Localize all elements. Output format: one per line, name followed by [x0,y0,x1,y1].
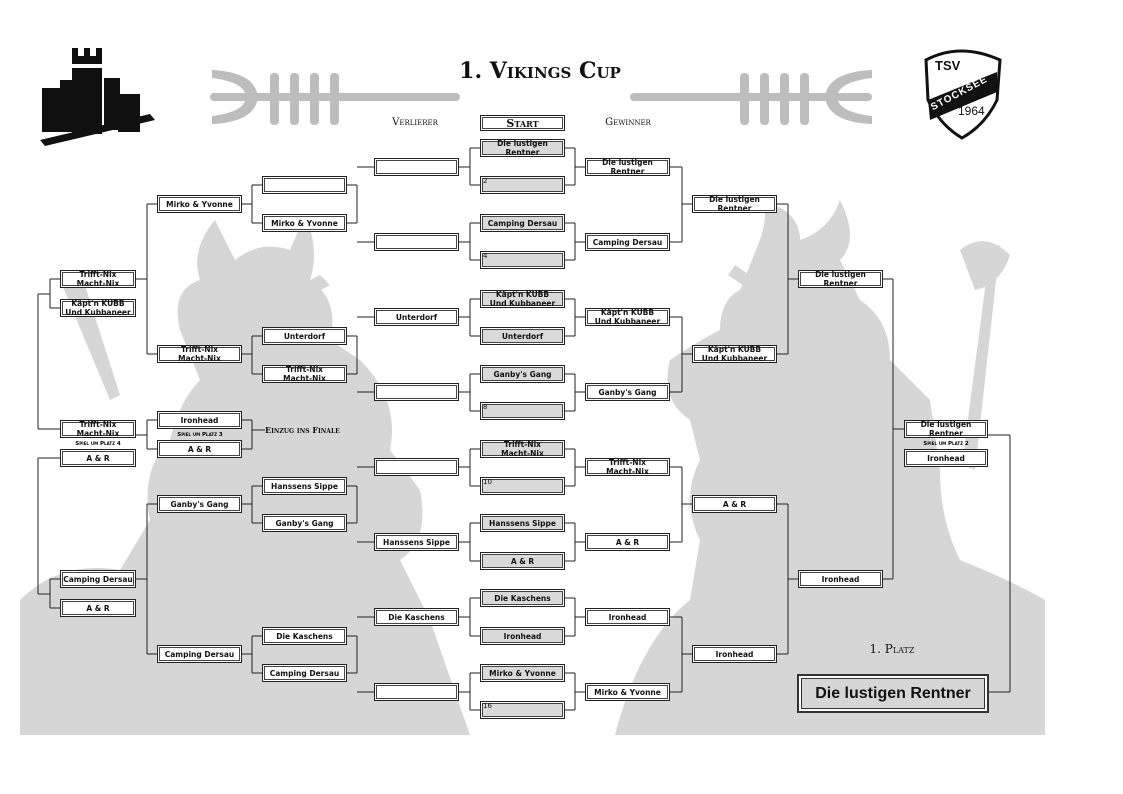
start_round-slot: A & R [480,552,565,570]
losers_semi-slot: A & R [60,449,136,467]
kubb-logo-icon [40,48,155,146]
losers_semi-slot: Trifft-Nix Macht-Nix [60,420,136,438]
start_round-slot: Hanssens Sippe [480,514,565,532]
place4-label: Spiel um Platz 4 [75,441,121,447]
spear-right-icon [630,70,872,125]
winners_r1-slot: Camping Dersau [585,233,670,251]
place3-slot: Ironhead [157,411,242,429]
spear-left-icon [210,70,460,125]
winners_r1-slot: Käpt'n KUBB Und Kubbaneer [585,308,670,326]
losers_r2-slot: Hanssens Sippe [262,477,347,495]
winner-column-label: Gewinner [605,117,651,128]
winners_r2-slot: Ironhead [692,645,777,663]
start_round-slot: 10 [480,477,565,495]
start_round-slot: Mirko & Yvonne [480,664,565,682]
start_round-slot: Die lustigen Rentner [480,139,565,157]
tsv-shield-icon [924,49,1002,140]
losers_r2-slot [262,176,347,194]
loser-column-label: Verlierer [392,117,438,128]
losers_r1-slot: Die Kaschens [374,608,459,626]
start_round-slot: 2 [480,176,565,194]
winners_r1-slot: Die lustigen Rentner [585,158,670,176]
winners_r1-slot: A & R [585,533,670,551]
start_round-slot: Die Kaschens [480,589,565,607]
final-slot: Ironhead [904,449,988,467]
start_round-slot: Camping Dersau [480,214,565,232]
losers_r3-slot: Camping Dersau [157,645,242,663]
start_round-slot: 8 [480,402,565,420]
losers_r2-slot: Unterdorf [262,327,347,345]
losers_r1-slot [374,683,459,701]
viking-silhouette-right-icon [615,200,1045,735]
page-title: 1. Vikings Cup [459,58,621,84]
winners_r1-slot: Mirko & Yvonne [585,683,670,701]
losers_r4-slot: Trifft-Nix Macht-Nix [60,270,136,288]
start_round-slot: 16 [480,701,565,719]
winners_r3-slot: Ironhead [798,570,883,588]
winners_r2-slot: Käpt'n KUBB Und Kubbaneer [692,345,777,363]
winners_r1-slot: Trifft-Nix Macht-Nix [585,458,670,476]
start_round-slot: Trifft-Nix Macht-Nix [480,440,565,458]
champion-box: Die lustigen Rentner [797,674,989,713]
losers_r2-slot: Ganby's Gang [262,514,347,532]
losers_r2-slot: Die Kaschens [262,627,347,645]
start_round-slot: Ganby's Gang [480,365,565,383]
losers_r1-slot [374,233,459,251]
winners_r1-slot: Ironhead [585,608,670,626]
losers_r4-slot: A & R [60,599,136,617]
losers_r3-slot: Trifft-Nix Macht-Nix [157,345,242,363]
losers_r3-slot: Mirko & Yvonne [157,195,242,213]
losers_r1-slot: Hanssens Sippe [374,533,459,551]
losers_r4-slot: Käpt'n KUBB Und Kubbaneer [60,299,136,317]
losers_r1-slot [374,458,459,476]
finale-label: Einzug ins Finale [265,425,340,435]
winners_r2-slot: Die lustigen Rentner [692,195,777,213]
losers_r2-slot: Trifft-Nix Macht-Nix [262,365,347,383]
losers_r2-slot: Camping Dersau [262,664,347,682]
winners_r1-slot: Ganby's Gang [585,383,670,401]
losers_r1-slot: Unterdorf [374,308,459,326]
start_round-slot: Unterdorf [480,327,565,345]
start-label-box: Start [480,115,565,131]
winners_r3-slot: Die lustigen Rentner [798,270,883,288]
logo-tsv-text: TSV [935,58,961,73]
losers_r1-slot [374,383,459,401]
winners_r2-slot: A & R [692,495,777,513]
losers_r3-slot: Ganby's Gang [157,495,242,513]
final-slot: Die lustigen Rentner [904,420,988,438]
losers_r2-slot: Mirko & Yvonne [262,214,347,232]
place2-label: Spiel um Platz 2 [923,441,969,447]
losers_r4-slot: Camping Dersau [60,570,136,588]
losers_r1-slot [374,158,459,176]
place3-slot: A & R [157,440,242,458]
start_round-slot: 4 [480,251,565,269]
start_round-slot: Ironhead [480,627,565,645]
start_round-slot: Käpt'n KUBB Und Kubbaneer [480,290,565,308]
place3-label: Spiel um Platz 3 [177,432,223,438]
first-place-label: 1. Platz [869,642,915,656]
logo-year-text: 1964 [958,104,985,118]
